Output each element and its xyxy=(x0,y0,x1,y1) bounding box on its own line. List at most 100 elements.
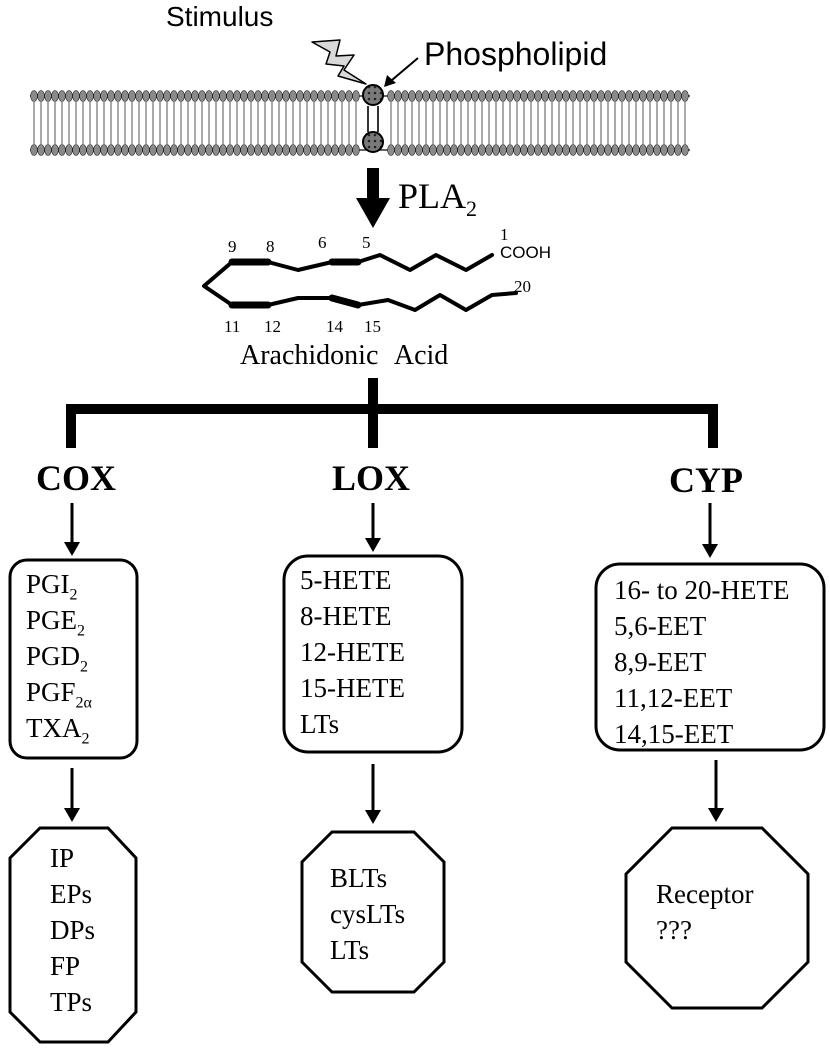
lipid-head-icon xyxy=(611,90,619,102)
lipid-head-icon xyxy=(520,144,528,156)
lipid-head-icon xyxy=(401,90,409,102)
cox-receptors-list: IP EPs DPs FP TPs xyxy=(50,840,95,1020)
lipid-head-icon xyxy=(674,144,682,156)
lipid-head-icon xyxy=(534,144,542,156)
lipid-head-icon xyxy=(569,144,577,156)
lipid-head-icon xyxy=(212,144,220,156)
lipid-head-icon xyxy=(219,144,227,156)
lipid-head-icon xyxy=(114,90,122,102)
lipid-head-icon xyxy=(107,90,115,102)
phospholipid-label: Phospholipid xyxy=(424,36,608,72)
lipid-head-icon xyxy=(184,144,192,156)
lipid-head-icon xyxy=(681,144,689,156)
lipid-head-icon xyxy=(415,144,423,156)
lipid-head-icon xyxy=(254,90,262,102)
lipid-head-icon xyxy=(72,90,80,102)
lipid-head-icon xyxy=(338,144,346,156)
lipid-head-icon xyxy=(191,90,199,102)
cyp-products-list: 16- to 20-HETE 5,6-EET 8,9-EET 11,12-EET… xyxy=(614,572,789,752)
lipid-head-icon xyxy=(352,90,360,102)
lipid-head-icon xyxy=(548,90,556,102)
lipid-head-icon xyxy=(142,90,150,102)
lipid-head-icon xyxy=(205,144,213,156)
lipid-head-icon xyxy=(352,144,360,156)
cox-receptor-item: DPs xyxy=(50,915,96,945)
lipid-head-icon xyxy=(247,90,255,102)
lox-products-box xyxy=(282,554,464,754)
cyp-product-item: 11,12-EET xyxy=(614,683,733,713)
cox-receptor-octagon xyxy=(8,826,138,1044)
lipid-head-icon xyxy=(184,90,192,102)
lipid-head-icon xyxy=(499,90,507,102)
cyp-product-item: 14,15-EET xyxy=(614,719,734,749)
carbon-number-14: 14 xyxy=(326,317,343,336)
lipid-head-icon xyxy=(37,90,45,102)
lipid-head-icon xyxy=(296,90,304,102)
lipid-head-icon xyxy=(408,144,416,156)
lipid-head-icon xyxy=(156,90,164,102)
lipid-head-icon xyxy=(471,144,479,156)
lipid-head-icon xyxy=(86,90,94,102)
lipid-head-icon xyxy=(100,90,108,102)
lipid-head-icon xyxy=(394,144,402,156)
lipid-head-icon xyxy=(569,90,577,102)
lipid-head-icon xyxy=(513,90,521,102)
lipid-head-icon xyxy=(303,90,311,102)
lipid-head-icon xyxy=(170,144,178,156)
lipid-head-icon xyxy=(142,144,150,156)
lipid-head-icon xyxy=(114,144,122,156)
lipid-head-icon xyxy=(233,144,241,156)
lox-receptor-item: LTs xyxy=(330,935,370,965)
lipid-head-icon xyxy=(408,90,416,102)
lox-receptor-item: cysLTs xyxy=(330,899,406,929)
carbon-number-6: 6 xyxy=(318,233,327,252)
lipid-head-icon xyxy=(331,144,339,156)
cox-product-item: PGD2 xyxy=(26,641,89,676)
lipid-head-icon xyxy=(331,90,339,102)
carbon-number-15: 15 xyxy=(364,317,381,336)
lipid-head-icon xyxy=(667,90,675,102)
cyp-receptors-list: Receptor ??? xyxy=(656,876,753,948)
lipid-head-icon xyxy=(135,144,143,156)
carbon-number-9: 9 xyxy=(228,237,237,256)
lox-product-item: 5-HETE xyxy=(300,565,392,595)
lipid-head-icon xyxy=(541,144,549,156)
lipid-head-icon xyxy=(317,144,325,156)
carbon-number-5: 5 xyxy=(362,233,371,252)
lipid-head-icon xyxy=(492,144,500,156)
lipid-head-icon xyxy=(177,144,185,156)
lipid-head-icon xyxy=(261,90,269,102)
lipid-head-icon xyxy=(667,144,675,156)
lipid-head-icon xyxy=(44,90,52,102)
lipid-head-icon xyxy=(471,90,479,102)
lipid-head-icon xyxy=(163,144,171,156)
lipid-head-icon xyxy=(310,90,318,102)
lipid-head-icon xyxy=(506,144,514,156)
lipid-head-icon xyxy=(429,90,437,102)
lipid-head-icon xyxy=(478,90,486,102)
lipid-head-icon xyxy=(457,90,465,102)
lipid-head-icon xyxy=(93,90,101,102)
lipid-head-icon xyxy=(51,144,59,156)
carbon-number-11: 11 xyxy=(224,317,241,336)
lipid-head-icon xyxy=(79,90,87,102)
lipid-bilayer-membrane xyxy=(30,90,690,156)
lipid-head-icon xyxy=(247,144,255,156)
cox-receptor-item: EPs xyxy=(50,879,93,909)
cox-receptor-item: TPs xyxy=(50,987,93,1017)
lipid-head-icon xyxy=(345,144,353,156)
lipid-head-icon xyxy=(317,90,325,102)
lipid-head-icon xyxy=(436,90,444,102)
lipid-head-icon xyxy=(282,144,290,156)
lipid-head-icon xyxy=(576,90,584,102)
lipid-head-icon xyxy=(65,90,73,102)
lipid-head-icon xyxy=(240,144,248,156)
lipid-head-icon xyxy=(576,144,584,156)
lipid-head-icon xyxy=(387,90,395,102)
lipid-head-icon xyxy=(51,90,59,102)
lipid-head-icon xyxy=(625,90,633,102)
lox-receptors-list: BLTs cysLTs LTs xyxy=(330,860,405,968)
lipid-head-icon xyxy=(72,144,80,156)
lipid-head-icon xyxy=(660,144,668,156)
